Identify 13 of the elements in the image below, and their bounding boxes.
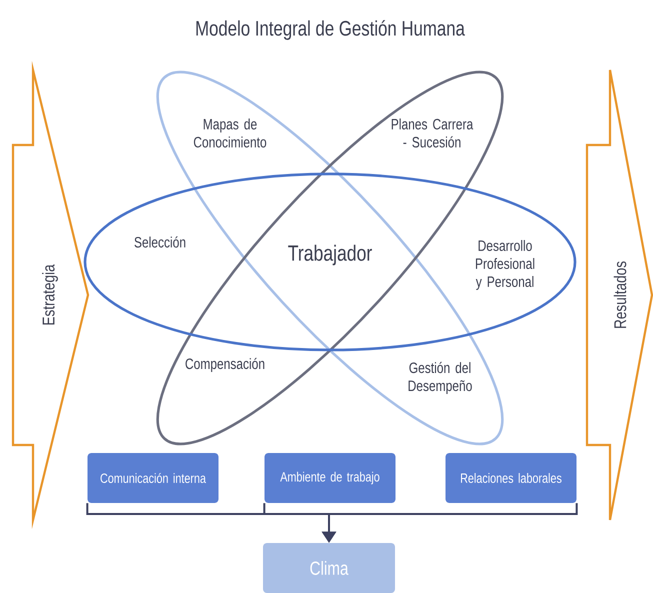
ellipse-label: Selección bbox=[134, 236, 186, 248]
process-box: Relaciones laborales bbox=[446, 452, 576, 503]
ellipse-label: Planes Carrera - Sucesión bbox=[392, 118, 474, 148]
ellipse-label: Desarrollo Profesional y Personal bbox=[476, 240, 534, 290]
process-box: Comunicación interna bbox=[88, 452, 218, 503]
ellipse-label: Compensación bbox=[186, 358, 264, 372]
process-box: Ambiente de trabajo bbox=[264, 452, 396, 503]
title: Modelo Integral de Gestión Humana bbox=[196, 20, 465, 40]
ellipse bbox=[84, 172, 576, 352]
ellipse-label: Mapas de Conocimiento bbox=[194, 118, 266, 148]
ellipse-label: Gestión del Desempeño bbox=[408, 362, 472, 394]
process-box: Clima bbox=[263, 542, 395, 593]
center-label: Trabajador bbox=[288, 244, 372, 266]
